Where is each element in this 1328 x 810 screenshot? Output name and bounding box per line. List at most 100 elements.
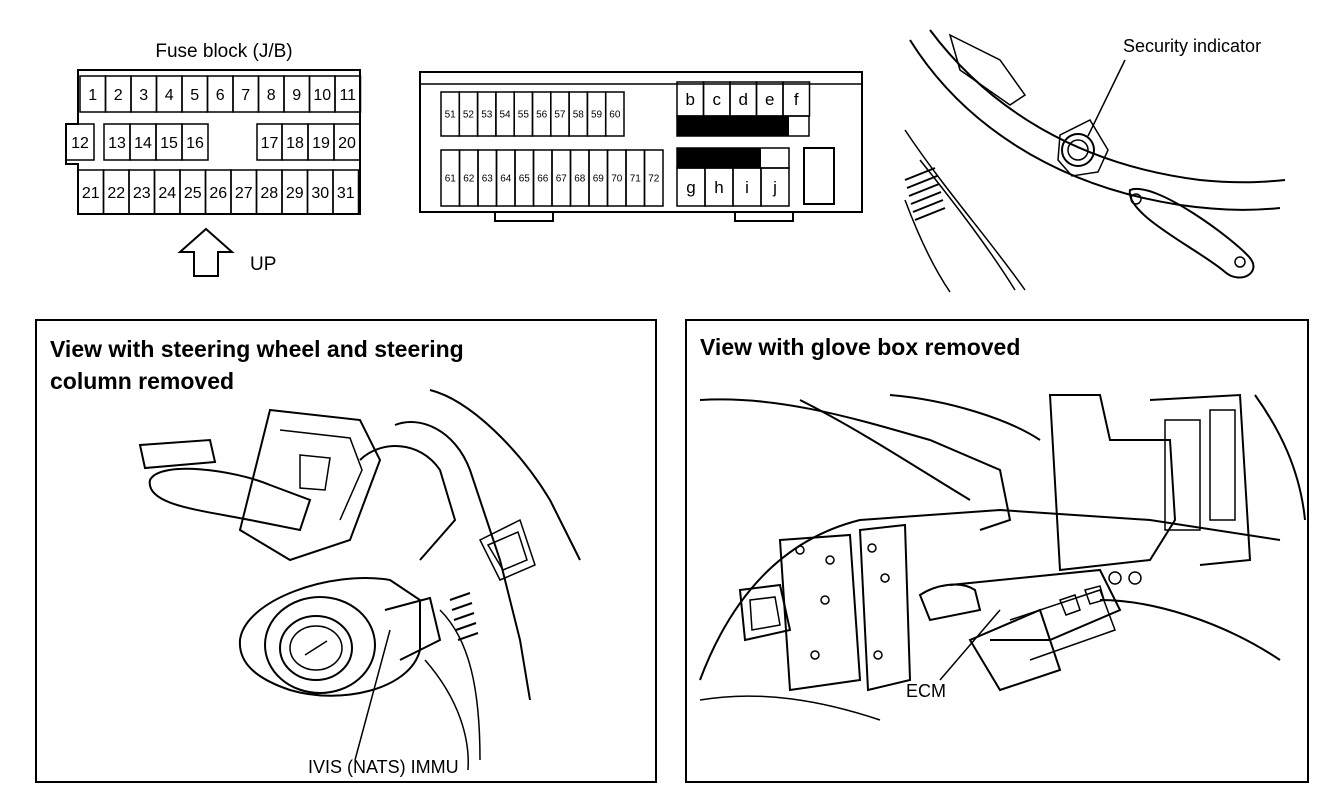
relay-fuse-72-cell <box>643 149 664 207</box>
fuse-28-label: 28 <box>260 185 278 202</box>
relay-j-cell <box>760 167 790 207</box>
fuse-31-label: 31 <box>337 185 355 202</box>
relay-c-label: c <box>713 90 722 109</box>
relay-box-tab-right <box>734 211 794 222</box>
steering-panel: View with steering wheel and steering co… <box>35 319 657 783</box>
fuse-27-label: 27 <box>235 185 253 202</box>
fuse-9-label: 9 <box>292 87 301 104</box>
relay-fuse-60-label: 60 <box>609 110 621 121</box>
ecm-leader-line <box>939 609 1001 681</box>
up-arrow-icon <box>177 227 235 277</box>
fuse-13-label: 13 <box>108 135 126 152</box>
relay-fuse-58-label: 58 <box>573 110 585 121</box>
glovebox-panel: View with glove box removed ECM <box>685 319 1309 783</box>
steering-heading-line1: View with steering wheel and steering <box>50 336 464 362</box>
fuse-3-label: 3 <box>139 87 148 104</box>
relay-fuse-56-label: 56 <box>536 110 548 121</box>
relay-fuse-52-label: 52 <box>463 110 475 121</box>
fuse-block-outline <box>65 69 361 215</box>
security-indicator-drawing: Security indicator <box>904 29 1286 293</box>
glovebox-heading: View with glove box removed <box>700 334 1020 360</box>
fuse-block-title: Fuse block (J/B) <box>155 41 292 62</box>
relay-fuse-64-label: 64 <box>500 174 512 185</box>
relay-box-tab-left <box>494 211 554 222</box>
fuse-11-label: 11 <box>339 87 356 104</box>
fuse-21-label: 21 <box>82 185 100 202</box>
fuse-4-label: 4 <box>165 87 174 104</box>
fuse-6-label: 6 <box>216 87 225 104</box>
relay-block-bottom <box>677 148 761 168</box>
relay-fuse-69-label: 69 <box>593 174 605 185</box>
relay-fuse-71-label: 71 <box>630 174 642 185</box>
relay-f-label: f <box>794 90 799 109</box>
fuse-14-label: 14 <box>134 135 152 152</box>
relay-fuse-62-label: 62 <box>463 174 475 185</box>
relay-fuse-51-label: 51 <box>445 110 457 121</box>
relay-fuse-67-label: 67 <box>556 174 568 185</box>
fuse-23-label: 23 <box>133 185 151 202</box>
fuse-30-label: 30 <box>311 185 329 202</box>
relay-fuse-61-label: 61 <box>445 174 457 185</box>
fuse-24-label: 24 <box>158 185 176 202</box>
fuse-18-label: 18 <box>286 135 304 152</box>
steering-panel-frame <box>35 319 657 783</box>
relay-box: 51 52 53 54 55 56 57 58 59 60 61 62 63 64 65 66 67 68 69 7… <box>419 71 863 222</box>
relay-fuse-68-label: 68 <box>574 174 586 185</box>
fuse-17-label: 17 <box>261 135 279 152</box>
immu-callout: IVIS (NATS) IMMU <box>308 757 459 777</box>
relay-fuse-63-label: 63 <box>482 174 494 185</box>
relay-spare-slot <box>803 147 835 205</box>
relay-fuse-66-label: 66 <box>537 174 549 185</box>
fuse-10-label: 10 <box>313 87 331 104</box>
fuse-1-label: 1 <box>88 87 97 104</box>
fuse-8-label: 8 <box>267 87 276 104</box>
fuse-19-label: 19 <box>312 135 330 152</box>
relay-fuse-57-label: 57 <box>554 110 566 121</box>
key-cylinder-icon <box>279 615 353 681</box>
fuse-7-label: 7 <box>241 87 250 104</box>
relay-bottom-row: 61 62 63 64 65 66 67 68 69 70 71 72 <box>440 149 664 207</box>
security-indicator-label: Security indicator <box>1123 36 1261 56</box>
relay-fuse-53-label: 53 <box>481 110 493 121</box>
relay-h-label: h <box>714 178 723 197</box>
fuse-25-label: 25 <box>184 185 202 202</box>
relay-fuse-54-label: 54 <box>499 110 511 121</box>
fuse-16-cell <box>181 123 209 161</box>
relay-block-top <box>677 116 789 136</box>
fuse-12-label: 12 <box>71 135 89 152</box>
relay-fuse-72-label: 72 <box>648 174 660 185</box>
ecm-unit-icon <box>968 608 1062 692</box>
fuse-20-label: 20 <box>338 135 356 152</box>
relay-fuse-65-label: 65 <box>519 174 531 185</box>
fuse-2-label: 2 <box>114 87 123 104</box>
relay-d-label: d <box>739 90 748 109</box>
fuse-22-label: 22 <box>107 185 125 202</box>
relay-fuse-55-label: 55 <box>518 110 530 121</box>
fuse-15-label: 15 <box>160 135 178 152</box>
relay-i-label: i <box>745 178 749 197</box>
relay-top-row: 51 52 53 54 55 56 57 58 59 60 <box>440 91 625 137</box>
security-indicator-lamp-icon <box>1061 133 1095 167</box>
glovebox-panel-frame <box>685 319 1309 783</box>
security-leader-line <box>1087 59 1126 137</box>
ecm-callout: ECM <box>906 681 946 701</box>
fuse-29-label: 29 <box>286 185 304 202</box>
fuse-16-label: 16 <box>186 135 204 152</box>
immu-leader-line <box>354 629 391 761</box>
relay-fuse-60-cell <box>604 91 625 137</box>
steering-heading-line2: column removed <box>50 368 234 394</box>
relay-g-label: g <box>686 178 695 197</box>
relay-fuse-70-label: 70 <box>611 174 623 185</box>
up-label: UP <box>250 254 276 275</box>
relay-j-label: j <box>772 178 777 197</box>
fuse-26-label: 26 <box>209 185 227 202</box>
relay-fuse-59-label: 59 <box>591 110 603 121</box>
relay-box-outline <box>419 71 863 213</box>
relay-b-label: b <box>686 90 695 109</box>
relay-e-label: e <box>765 90 774 109</box>
fuse-5-label: 5 <box>190 87 199 104</box>
